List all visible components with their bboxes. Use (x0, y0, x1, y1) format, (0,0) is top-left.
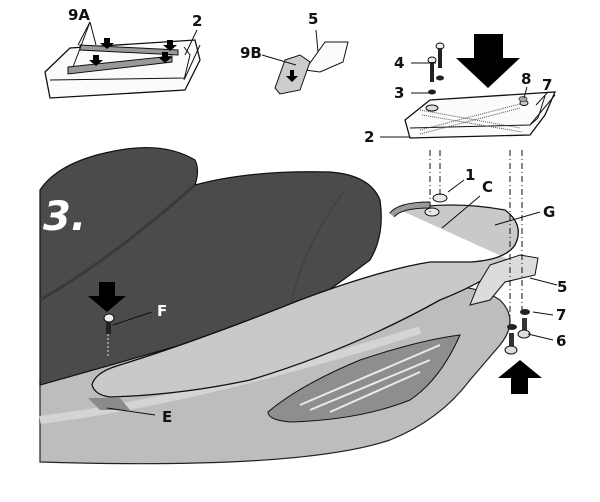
grab-rail (91, 204, 519, 398)
spacer-1b (424, 207, 440, 217)
arrow-up-icon (498, 360, 542, 394)
label-9b: 9B (240, 44, 262, 62)
label-g: G (543, 203, 555, 221)
label-4: 4 (394, 54, 404, 72)
label-c: C (482, 178, 493, 196)
step-number: 3. (43, 194, 86, 240)
label-9a: 9A (68, 6, 90, 24)
inset-plate-9a (44, 21, 201, 99)
arrow-down-icon (88, 282, 126, 312)
label-7-top: 7 (542, 76, 552, 94)
label-3: 3 (394, 84, 404, 102)
label-2: 2 (364, 128, 374, 146)
alignment-lines (429, 150, 523, 325)
label-5: 5 (557, 278, 567, 296)
scooter-illustration (39, 146, 539, 465)
adhesive-strip-9a (67, 55, 173, 75)
spacer-1a (432, 193, 448, 203)
label-8: 8 (521, 70, 531, 88)
label-1: 1 (465, 166, 475, 184)
plate-2-exploded (404, 42, 557, 139)
label-f: F (157, 302, 167, 320)
label-e: E (162, 408, 172, 426)
arrow-down-icon (456, 34, 520, 88)
label-7: 7 (556, 306, 566, 324)
leader-lines (106, 62, 558, 416)
inset-bracket-9b (261, 29, 349, 95)
label-6: 6 (556, 332, 566, 350)
bracket-5 (469, 254, 539, 306)
label-2-inset: 2 (192, 12, 202, 30)
label-5-inset: 5 (308, 10, 318, 28)
